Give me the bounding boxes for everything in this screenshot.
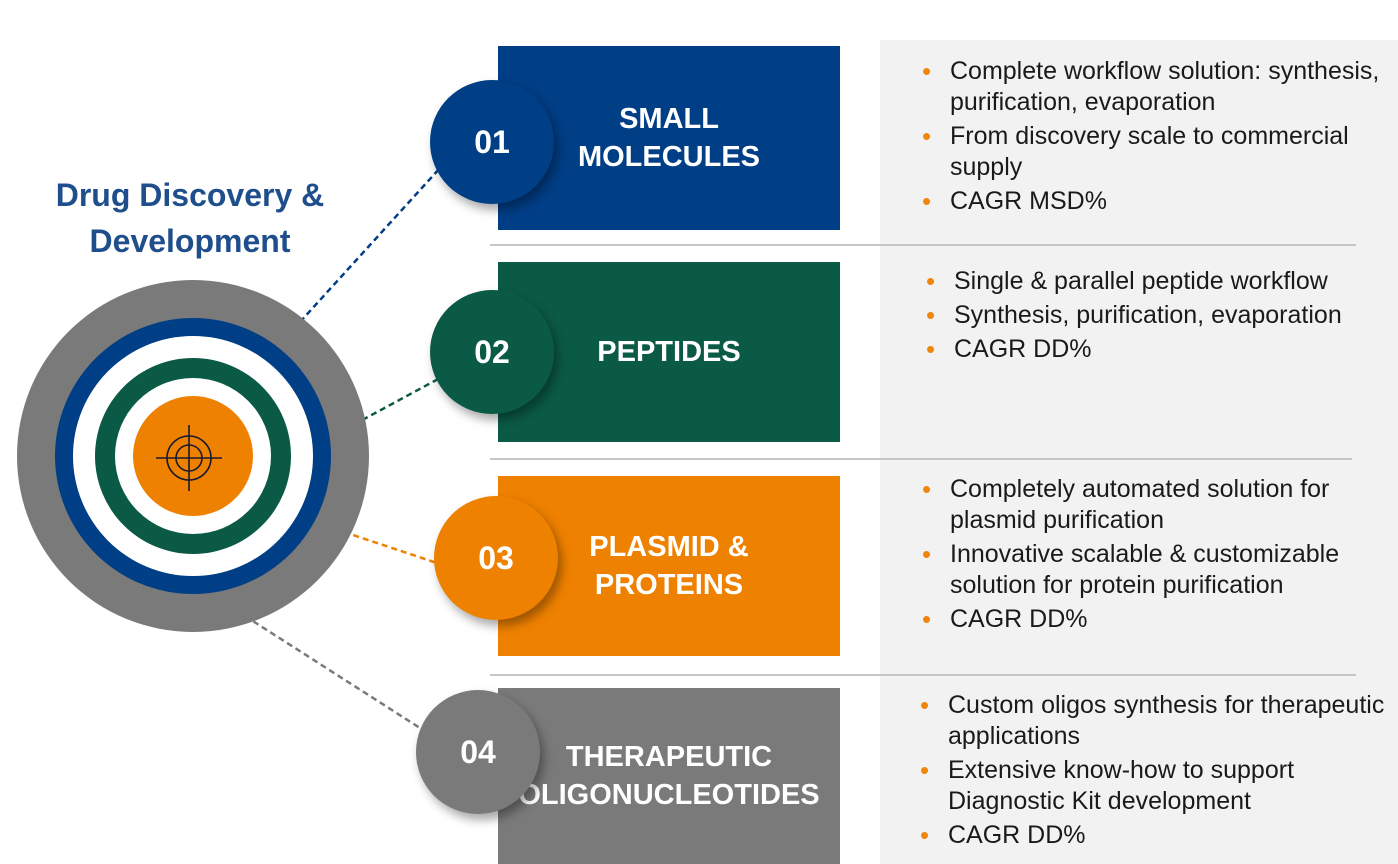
bullet-item: •Single & parallel peptide workflow xyxy=(926,266,1328,296)
bullet-item: •Innovative scalable & customizable solu… xyxy=(922,539,1340,599)
divider-3 xyxy=(490,674,1356,676)
bullet-dot-icon: • xyxy=(920,690,930,720)
segment-number-01: 01 xyxy=(430,80,554,204)
bullet-item: •Synthesis, purification, evaporation xyxy=(926,300,1342,330)
bullet-dot-icon: • xyxy=(926,334,936,364)
bullet-dot-icon: • xyxy=(922,186,932,216)
segment-label-plasmid-proteins: PLASMID & PROTEINS xyxy=(589,531,749,601)
target-rings xyxy=(17,280,369,632)
divider-2 xyxy=(490,458,1352,460)
bullet-item: •Completely automated solution for plasm… xyxy=(922,474,1330,534)
bullet-dot-icon: • xyxy=(922,539,932,569)
bullet-panel xyxy=(880,40,1398,864)
connector-line-1 xyxy=(299,167,441,323)
bullet-dot-icon: • xyxy=(926,266,936,296)
ring-center-orange xyxy=(133,396,253,516)
crosshair-icon xyxy=(156,425,222,491)
segment-bullets-peptides: •Single & parallel peptide workflow •Syn… xyxy=(904,266,1394,368)
diagram-title: Drug Discovery & Development xyxy=(55,177,325,259)
bullet-item: •Custom oligos synthesis for therapeutic… xyxy=(920,690,1385,750)
segment-bullets-plasmid-proteins: •Completely automated solution for plasm… xyxy=(900,474,1390,638)
divider-1 xyxy=(490,244,1356,246)
bullet-dot-icon: • xyxy=(920,820,930,850)
segment-card-therapeutic-oligonucleotides: THERAPEUTIC OLIGONUCLEOTIDES xyxy=(498,688,840,864)
bullet-dot-icon: • xyxy=(922,474,932,504)
connector-line-2 xyxy=(291,376,441,460)
bullet-item: •CAGR MSD% xyxy=(922,186,1107,216)
segment-bullets-therapeutic-oligonucleotides: •Custom oligos synthesis for therapeutic… xyxy=(898,690,1388,854)
segment-label-therapeutic-oligonucleotides: THERAPEUTIC OLIGONUCLEOTIDES xyxy=(518,741,820,811)
bullet-item: •Extensive know-how to support Diagnosti… xyxy=(920,755,1295,815)
segment-number-03: 03 xyxy=(434,496,558,620)
bullet-item: •From discovery scale to commercial supp… xyxy=(922,121,1349,181)
bullet-dot-icon: • xyxy=(922,604,932,634)
bullet-item: •CAGR DD% xyxy=(926,334,1092,364)
bullet-dot-icon: • xyxy=(922,56,932,86)
bullet-dot-icon: • xyxy=(926,300,936,330)
bullet-item: •CAGR DD% xyxy=(920,820,1086,850)
bullet-item: •CAGR DD% xyxy=(922,604,1088,634)
connector-line-4 xyxy=(244,614,421,730)
segment-card-small-molecules: SMALL MOLECULES xyxy=(498,46,840,230)
bullet-dot-icon: • xyxy=(920,755,930,785)
bullet-dot-icon: • xyxy=(922,121,932,151)
segment-number-02: 02 xyxy=(430,290,554,414)
segment-label-small-molecules: SMALL MOLECULES xyxy=(577,103,761,173)
bullet-item: •Complete workflow solution: synthesis, … xyxy=(922,56,1380,116)
segment-number-04: 04 xyxy=(416,690,540,814)
segment-bullets-small-molecules: •Complete workflow solution: synthesis, … xyxy=(900,56,1390,220)
segment-card-peptides: PEPTIDES xyxy=(498,262,840,442)
segment-label-peptides: PEPTIDES xyxy=(597,336,741,368)
